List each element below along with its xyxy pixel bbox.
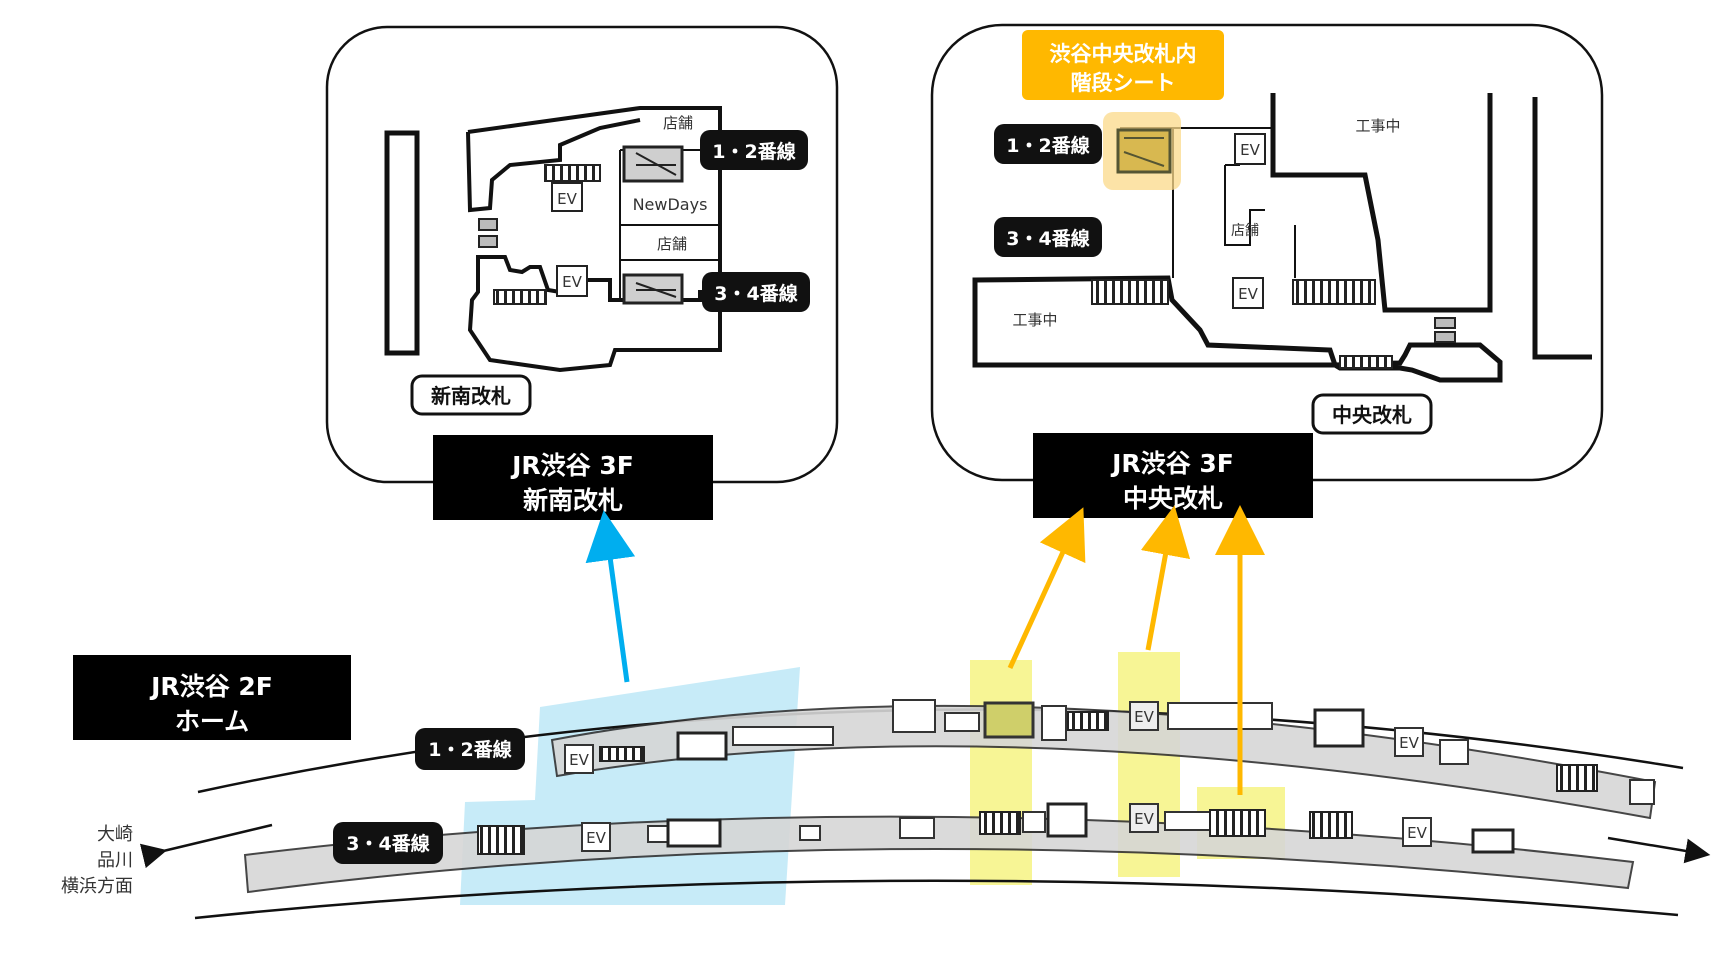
escalator-icon — [1209, 809, 1266, 837]
floor-title-line2: ホーム — [175, 707, 249, 736]
floor-title-line1: JR渋谷 2F — [149, 672, 273, 701]
ev-label: EV — [1238, 285, 1258, 303]
svg-text:新南改札: 新南改札 — [431, 384, 511, 408]
svg-text:EV: EV — [569, 751, 589, 769]
construction-label: 工事中 — [1012, 311, 1057, 329]
panel-new-south-gate: EV EV 店舗 NewDays 店舗 1・2番線 3・4番線 新南改札 — [325, 25, 839, 484]
arrow-to-central-gate — [1140, 505, 1191, 651]
svg-text:3・4番線: 3・4番線 — [1006, 227, 1089, 250]
floor-title-line2: 新南改札 — [523, 486, 623, 515]
svg-text:EV: EV — [1134, 708, 1154, 726]
escalator-icon — [1091, 279, 1169, 305]
shop-label: 店舗 — [657, 235, 687, 253]
elevator-icon — [551, 182, 583, 212]
svg-text:3・4番線: 3・4番線 — [714, 282, 797, 305]
panel-central-gate: EV EV 工事中 工事中 店舗 渋谷中央改札内 階段シート 1・2番線 3・4… — [930, 23, 1604, 482]
svg-text:EV: EV — [586, 829, 606, 847]
floor3-central-title — [1033, 433, 1313, 518]
escalator-icon — [599, 746, 645, 762]
svg-text:中央改札: 中央改札 — [1332, 403, 1412, 427]
floor3-south-title — [433, 435, 713, 520]
floor2-title — [73, 655, 351, 740]
platform-12-badge — [700, 130, 808, 170]
escalator-icon — [477, 825, 525, 855]
direction-label: 大崎 — [97, 824, 133, 845]
elevator-icon — [556, 265, 588, 297]
elevator-icon — [1232, 277, 1264, 309]
platform-34-badge — [333, 822, 443, 864]
elevator-icon — [581, 822, 611, 852]
ev-label: EV — [562, 273, 582, 291]
stairs-icon — [666, 818, 722, 848]
platform-12-badge — [415, 728, 525, 770]
shop-label: 店舗 — [663, 114, 693, 132]
stairs-icon — [983, 701, 1035, 739]
escalator-icon — [1067, 711, 1109, 731]
escalator-icon — [1309, 811, 1353, 839]
arrow-to-central-gate — [1007, 507, 1086, 670]
stairs-icon — [676, 731, 728, 761]
ev-label: EV — [1240, 141, 1260, 159]
svg-text:1・2番線: 1・2番線 — [428, 738, 511, 761]
elevator-icon — [564, 744, 594, 774]
escalator-icon — [1556, 764, 1598, 792]
svg-text:EV: EV — [1407, 824, 1427, 842]
floor-title-line1: JR渋谷 3F — [1110, 449, 1234, 478]
direction-label: 横浜方面 — [61, 876, 133, 897]
escalator-icon — [979, 811, 1021, 835]
svg-text:3・4番線: 3・4番線 — [346, 832, 429, 855]
escalator-icon — [1292, 279, 1376, 305]
gate-badge — [1311, 393, 1433, 435]
highlight-south-zone — [460, 667, 800, 905]
platform-12-badge — [994, 124, 1102, 164]
direction-label: 品川 — [97, 850, 133, 871]
platform-34-badge — [702, 272, 810, 312]
elevator-icon — [1129, 701, 1159, 731]
svg-text:1・2番線: 1・2番線 — [712, 140, 795, 163]
stairs-icon — [1046, 802, 1088, 838]
elevator-icon — [1129, 803, 1159, 833]
newdays-label: NewDays — [633, 195, 708, 214]
svg-text:階段シート: 階段シート — [1071, 71, 1176, 95]
arrow-to-south-gate — [585, 510, 636, 683]
escalator-icon — [493, 289, 547, 305]
elevator-icon — [1394, 727, 1424, 757]
escalator-icon — [544, 164, 601, 182]
svg-text:1・2番線: 1・2番線 — [1006, 134, 1089, 157]
svg-text:渋谷中央改札内: 渋谷中央改札内 — [1050, 42, 1197, 66]
elevator-icon — [1402, 817, 1432, 847]
shop-label: 店舗 — [1231, 223, 1259, 239]
gate-badge — [410, 374, 532, 416]
stairs-icon — [1471, 828, 1515, 854]
svg-text:EV: EV — [1134, 810, 1154, 828]
stairs-icon — [1313, 708, 1365, 748]
svg-text:EV: EV — [1399, 734, 1419, 752]
elevator-icon — [1234, 133, 1266, 165]
platform-34-badge — [994, 217, 1102, 257]
floor-title-line1: JR渋谷 3F — [510, 451, 634, 480]
ev-label: EV — [557, 190, 577, 208]
stairs-seat-callout — [1022, 30, 1224, 100]
floor-title-line2: 中央改札 — [1123, 484, 1223, 513]
highlight-central-zone-1 — [970, 660, 1032, 885]
construction-label: 工事中 — [1355, 117, 1400, 135]
